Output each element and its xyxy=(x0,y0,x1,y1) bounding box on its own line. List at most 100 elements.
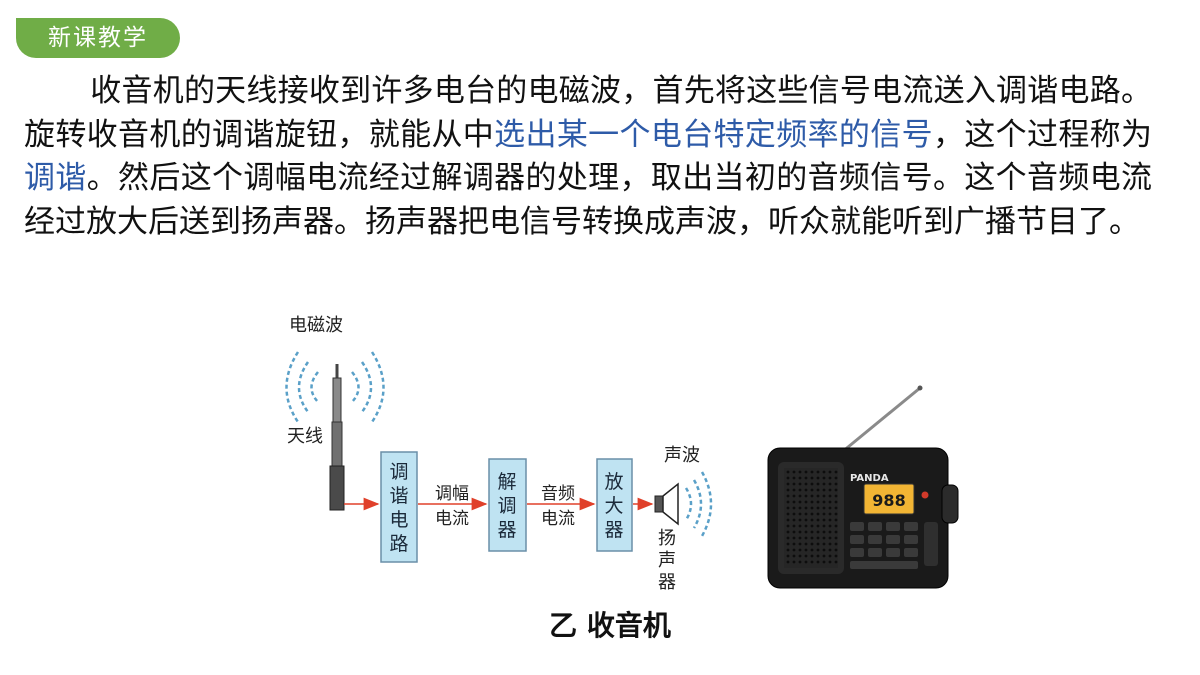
grille-dot xyxy=(828,470,832,474)
grille-dot xyxy=(798,512,802,516)
grille-dot xyxy=(792,506,796,510)
grille-dot xyxy=(834,554,838,558)
grille-dot xyxy=(798,518,802,522)
grille-dot xyxy=(822,524,826,528)
grille-dot xyxy=(810,518,814,522)
grille-dot xyxy=(828,530,832,534)
grille-dot xyxy=(810,488,814,492)
sound-wave-label: 声波 xyxy=(664,445,700,466)
highlight-select-signal: 选出某一个电台特定频率的信号 xyxy=(494,116,933,153)
paragraph-part-2: ，这个过程称为 xyxy=(932,116,1153,153)
grille-dot xyxy=(816,542,820,546)
grille-dot xyxy=(816,518,820,522)
grille-dot xyxy=(816,488,820,492)
grille-dot xyxy=(792,524,796,528)
grille-dot xyxy=(834,548,838,552)
grille-dot xyxy=(786,548,790,552)
grille-dot xyxy=(828,560,832,564)
grille-dot xyxy=(822,530,826,534)
grille-dot xyxy=(792,518,796,522)
grille-dot xyxy=(822,470,826,474)
grille-dot xyxy=(816,530,820,534)
grille-dot xyxy=(786,536,790,540)
grille-dot xyxy=(792,470,796,474)
grille-dot xyxy=(786,494,790,498)
box2-char: 解 xyxy=(497,471,516,493)
grille-dot xyxy=(792,482,796,486)
grille-dot xyxy=(834,542,838,546)
grille-dot xyxy=(786,518,790,522)
grille-dot xyxy=(804,542,808,546)
grille-dot xyxy=(798,482,802,486)
grille-dot xyxy=(828,554,832,558)
grille-dot xyxy=(798,506,802,510)
grille-dot xyxy=(792,488,796,492)
radio-side-buttons xyxy=(924,522,938,566)
box2-char: 调 xyxy=(497,495,516,517)
grille-dot xyxy=(822,518,826,522)
box1-char: 谐 xyxy=(389,485,408,507)
grille-dot xyxy=(810,542,814,546)
box3-char: 放 xyxy=(604,471,623,493)
body-paragraph: 收音机的天线接收到许多电台的电磁波，首先将这些信号电流送入调谐电路。旋转收音机的… xyxy=(24,70,1152,244)
figure-caption: 乙 收音机 xyxy=(549,609,671,642)
grille-dot xyxy=(816,548,820,552)
grille-dot xyxy=(798,548,802,552)
grille-dot xyxy=(816,482,820,486)
grille-dot xyxy=(822,476,826,480)
grille-dot xyxy=(786,554,790,558)
grille-dot xyxy=(828,500,832,504)
flow2-label-top: 音频 xyxy=(541,484,575,504)
flow1-label-top: 调幅 xyxy=(435,484,469,504)
grille-dot xyxy=(822,512,826,516)
grille-dot xyxy=(810,470,814,474)
grille-dot xyxy=(822,560,826,564)
grille-dot xyxy=(810,548,814,552)
grille-dot xyxy=(834,488,838,492)
grille-dot xyxy=(828,506,832,510)
grille-dot xyxy=(792,512,796,516)
grille-dot xyxy=(834,494,838,498)
grille-dot xyxy=(798,500,802,504)
grille-dot xyxy=(810,560,814,564)
grille-dot xyxy=(798,524,802,528)
grille-dot xyxy=(792,494,796,498)
grille-dot xyxy=(822,542,826,546)
grille-dot xyxy=(828,494,832,498)
grille-dot xyxy=(792,554,796,558)
grille-dot xyxy=(804,536,808,540)
grille-dot xyxy=(792,548,796,552)
grille-dot xyxy=(798,560,802,564)
grille-dot xyxy=(834,482,838,486)
grille-dot xyxy=(828,518,832,522)
grille-dot xyxy=(798,494,802,498)
grille-dot xyxy=(834,524,838,528)
grille-dot xyxy=(810,494,814,498)
grille-dot xyxy=(822,506,826,510)
grille-dot xyxy=(810,530,814,534)
grille-dot xyxy=(834,530,838,534)
wave-label: 电磁波 xyxy=(289,315,343,336)
grille-dot xyxy=(810,506,814,510)
grille-dot xyxy=(804,494,808,498)
radio-brand: PANDA xyxy=(850,473,889,484)
section-badge: 新课教学 xyxy=(16,18,180,58)
grille-dot xyxy=(786,542,790,546)
grille-dot xyxy=(810,476,814,480)
speaker-label-char: 扬 xyxy=(658,528,676,549)
grille-dot xyxy=(810,512,814,516)
grille-dot xyxy=(816,476,820,480)
grille-dot xyxy=(828,548,832,552)
grille-dot xyxy=(810,500,814,504)
grille-dot xyxy=(822,536,826,540)
grille-dot xyxy=(792,500,796,504)
grille-dot xyxy=(822,482,826,486)
grille-dot xyxy=(822,500,826,504)
grille-dot xyxy=(798,488,802,492)
grille-dot xyxy=(804,512,808,516)
grille-dot xyxy=(810,482,814,486)
grille-dot xyxy=(834,470,838,474)
grille-dot xyxy=(798,470,802,474)
antenna-icon xyxy=(329,364,345,511)
grille-dot xyxy=(822,494,826,498)
